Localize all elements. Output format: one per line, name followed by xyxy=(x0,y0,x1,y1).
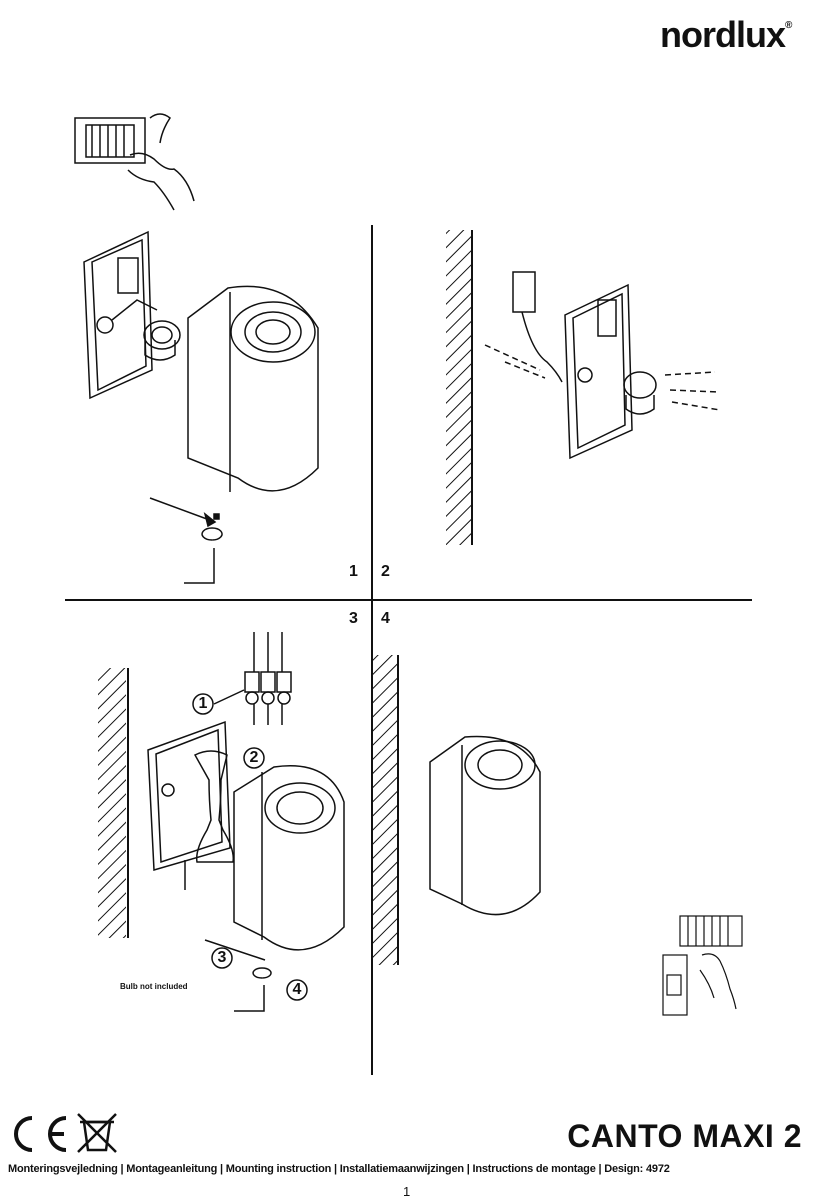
page-number: 1 xyxy=(403,1184,411,1199)
product-title: CANTO MAXI 2 xyxy=(567,1118,802,1154)
brand-name: nordlux xyxy=(660,14,786,55)
step-number-4: 4 xyxy=(381,610,390,627)
ce-mark-icon xyxy=(14,1116,67,1152)
weee-bin-icon xyxy=(77,1113,117,1153)
document-subtitle: Monteringsvejledning | Montageanleitung … xyxy=(8,1163,670,1175)
step-number-3: 3 xyxy=(349,610,358,627)
step-number-1: 1 xyxy=(349,563,358,580)
callout-4: 4 xyxy=(293,981,302,998)
callout-2: 2 xyxy=(250,749,259,766)
callout-3: 3 xyxy=(218,949,227,966)
step-1-bracket-and-lamp xyxy=(83,230,319,584)
callout-1: 1 xyxy=(199,695,208,712)
bulb-not-included-note: Bulb not included xyxy=(120,982,188,991)
step-2-wall-mounting xyxy=(446,230,721,545)
fuse-box-switch-off-icon xyxy=(74,113,195,211)
step-3-wiring-and-bulb: 1 2 3 4 xyxy=(98,632,345,1012)
step-number-2: 2 xyxy=(381,563,390,580)
brand-logo: nordlux® xyxy=(660,14,792,56)
step-4-installed-lamp xyxy=(372,655,541,965)
fuse-box-switch-on-icon xyxy=(662,915,743,1016)
registered-mark: ® xyxy=(785,20,792,31)
